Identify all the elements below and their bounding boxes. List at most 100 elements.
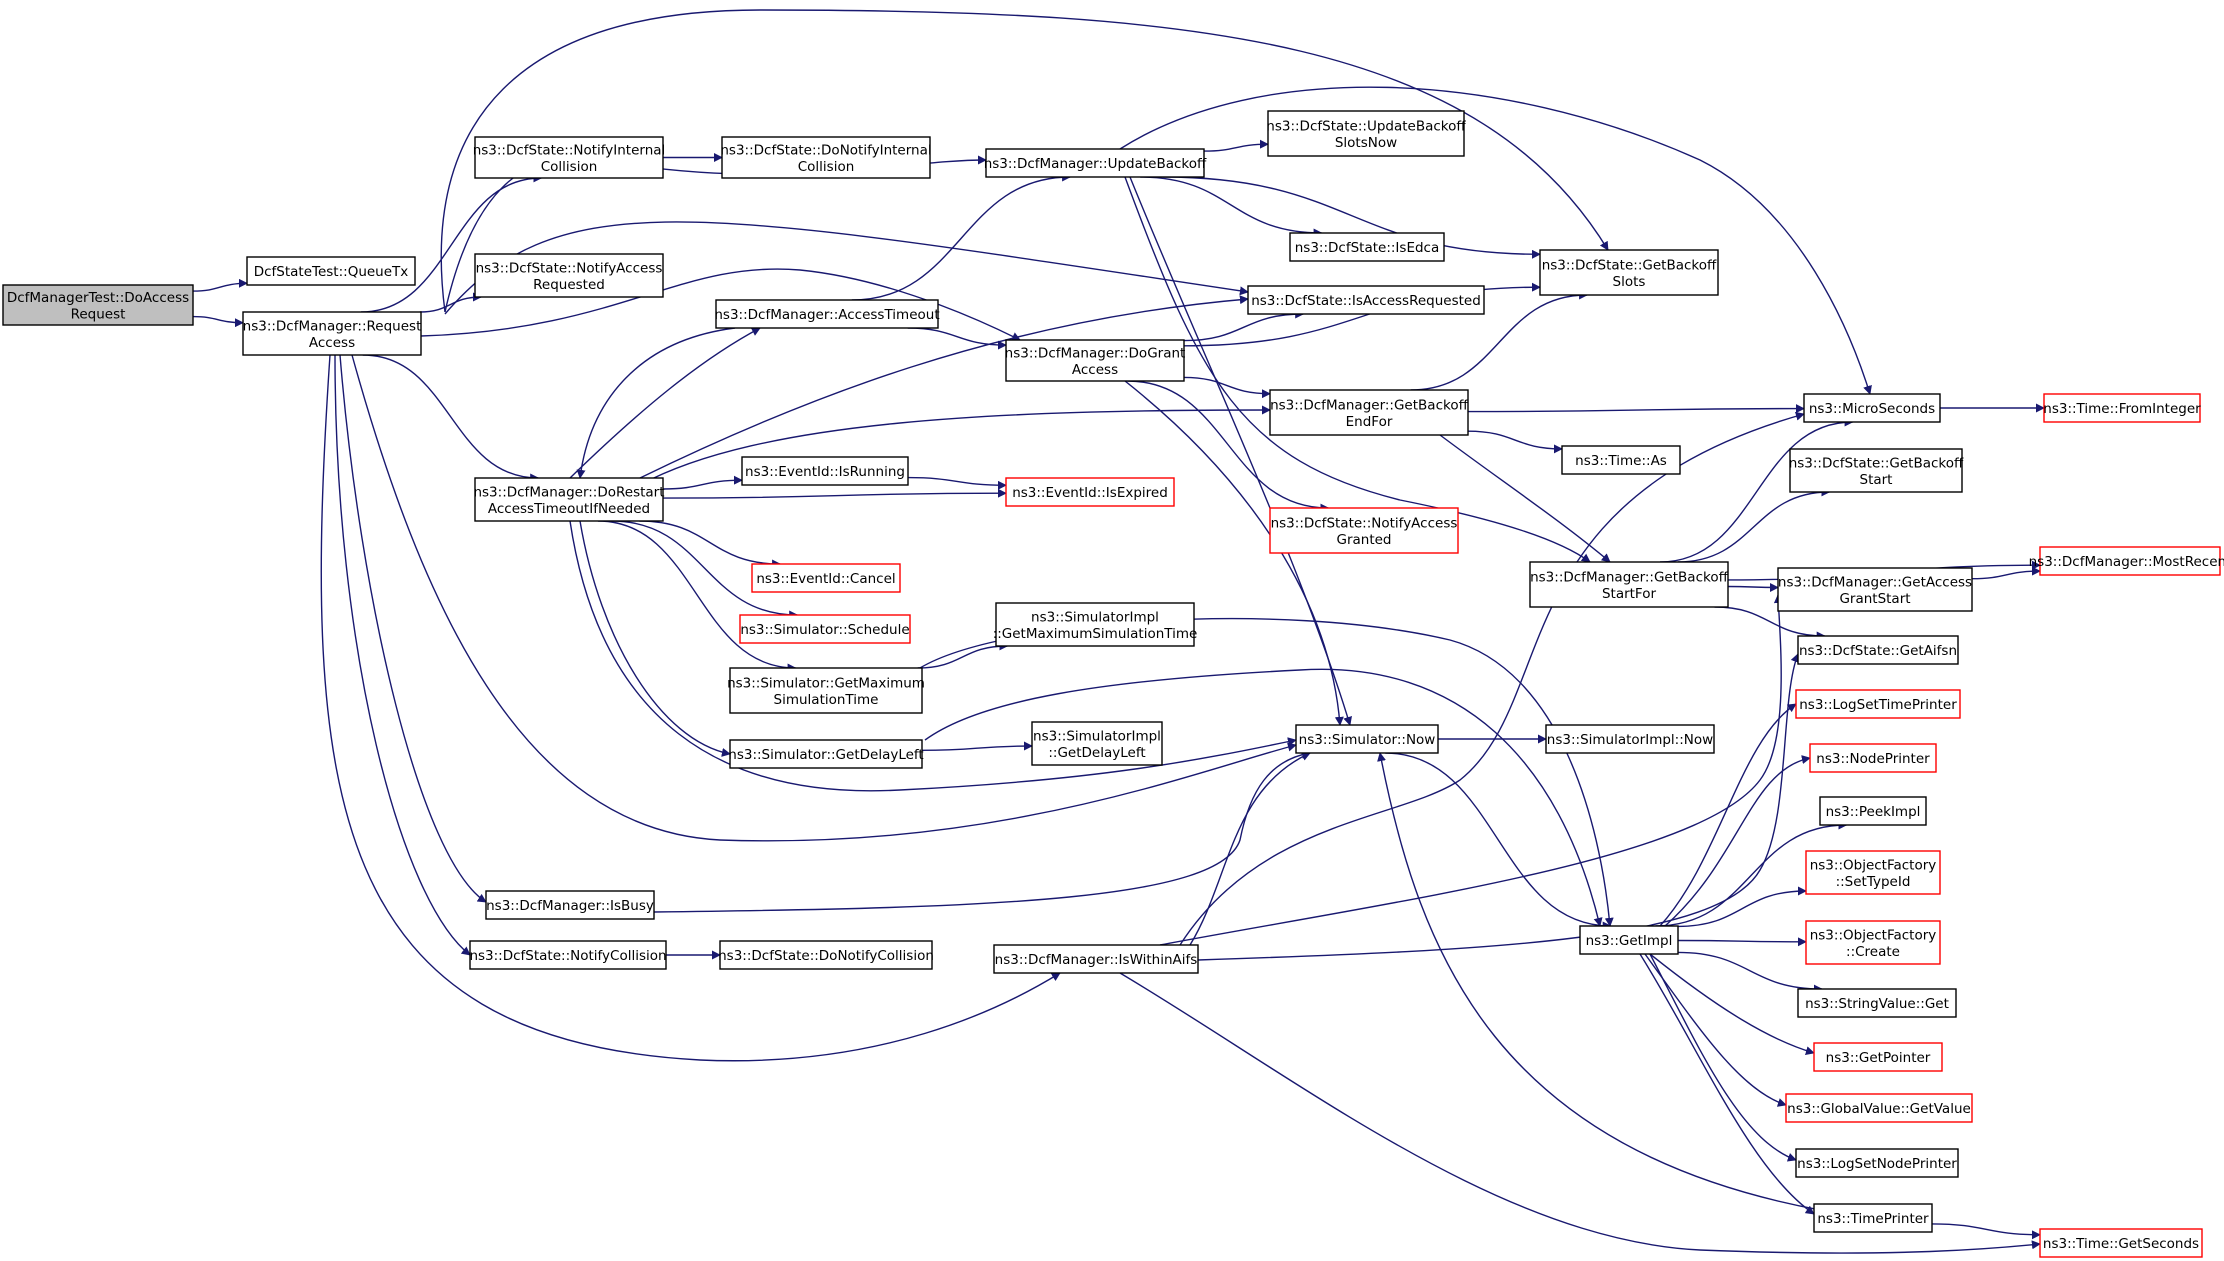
node-box bbox=[1777, 567, 1973, 612]
edge-root-to-reqaccess bbox=[192, 315, 244, 328]
node-isbusy[interactable]: ns3::DcfManager::IsBusy bbox=[485, 890, 655, 920]
node-label-line: ns3::EventId::IsExpired bbox=[1012, 485, 1168, 501]
node-label-line: ns3::ObjectFactory bbox=[1810, 857, 1937, 873]
node-label-line: ns3::DcfState::IsEdca bbox=[1295, 240, 1440, 256]
node-box bbox=[993, 944, 1199, 974]
node-logsetnodeprinter[interactable]: ns3::LogSetNodePrinter bbox=[1795, 1148, 1959, 1178]
edge-getbackoffstartfor-to-getbackoffstart bbox=[1677, 487, 1831, 563]
node-cancel[interactable]: ns3::EventId::Cancel bbox=[751, 563, 901, 593]
node-box bbox=[485, 890, 655, 920]
node-peekimpl[interactable]: ns3::PeekImpl bbox=[1819, 796, 1927, 826]
node-getdelayleft[interactable]: ns3::Simulator::GetDelayLeft bbox=[728, 739, 924, 769]
node-notifycollision[interactable]: ns3::DcfState::NotifyCollision bbox=[469, 940, 667, 970]
node-simgetmax[interactable]: ns3::Simulator::GetMaximumSimulationTime bbox=[727, 667, 925, 714]
edge-getbackoffendfor-to-getbackoffstartfor bbox=[1439, 434, 1611, 563]
node-donotifycollision[interactable]: ns3::DcfState::DoNotifyCollision bbox=[718, 940, 934, 970]
node-label-line: ns3::DcfState::NotifyCollision bbox=[469, 948, 666, 964]
node-dorestart[interactable]: ns3::DcfManager::DoRestartAccessTimeoutI… bbox=[473, 477, 665, 522]
node-box bbox=[721, 136, 931, 179]
node-ofcreate[interactable]: ns3::ObjectFactory::Create bbox=[1805, 920, 1941, 965]
node-microseconds[interactable]: ns3::MicroSeconds bbox=[1803, 393, 1941, 423]
node-iswithinaifs[interactable]: ns3::DcfManager::IsWithinAifs bbox=[993, 944, 1199, 974]
node-label-line: ns3::Simulator::GetDelayLeft bbox=[728, 747, 923, 763]
edge-getimpl-to-logsetnodeprinter bbox=[1649, 953, 1797, 1162]
edge-getdelayleft-to-simimplgetdelayleft bbox=[921, 741, 1033, 751]
node-label-line: ns3::DcfManager::GetAccess bbox=[1778, 574, 1972, 590]
edge-getbackoffstartfor-to-microseconds bbox=[1659, 417, 1854, 563]
edge-getimpl-to-settypeid bbox=[1677, 886, 1807, 928]
node-label-line: Access bbox=[309, 335, 355, 351]
node-frominteger[interactable]: ns3::Time::FromInteger bbox=[2043, 393, 2201, 423]
edge-isrunning-to-isexpired bbox=[907, 476, 1007, 490]
node-label-line: ns3::DcfState::DoNotifyCollision bbox=[718, 948, 934, 964]
node-queuetx[interactable]: DcfStateTest::QueueTx bbox=[246, 256, 416, 286]
node-isedca[interactable]: ns3::DcfState::IsEdca bbox=[1289, 232, 1445, 262]
node-label-line: ns3::DcfState::GetAifsn bbox=[1799, 643, 1957, 659]
node-box bbox=[1295, 724, 1439, 754]
edge-updatebackoff-to-getbackoffstartfor bbox=[1124, 176, 1591, 563]
node-label-line: EndFor bbox=[1346, 414, 1393, 430]
node-label-line: StartFor bbox=[1602, 586, 1657, 602]
node-getseconds[interactable]: ns3::Time::GetSeconds bbox=[2039, 1228, 2203, 1258]
node-getimpl[interactable]: ns3::GetImpl bbox=[1579, 925, 1679, 955]
node-logsettimeprinter[interactable]: ns3::LogSetTimePrinter bbox=[1795, 689, 1961, 719]
node-label-line: ns3::GetImpl bbox=[1586, 933, 1673, 949]
node-box bbox=[1529, 561, 1729, 608]
node-box bbox=[1247, 285, 1485, 315]
node-nodeprinter[interactable]: ns3::NodePrinter bbox=[1809, 743, 1937, 773]
node-isexpired[interactable]: ns3::EventId::IsExpired bbox=[1005, 477, 1175, 507]
edges-layer bbox=[192, 9, 2045, 1254]
node-timeas[interactable]: ns3::Time::As bbox=[1561, 445, 1681, 475]
node-simulatornow[interactable]: ns3::Simulator::Now bbox=[1295, 724, 1439, 754]
node-simimplgetmax[interactable]: ns3::SimulatorImpl::GetMaximumSimulation… bbox=[993, 602, 1198, 647]
node-label-line: ns3::StringValue::Get bbox=[1805, 996, 1949, 1012]
node-getaifsn[interactable]: ns3::DcfState::GetAifsn bbox=[1797, 635, 1959, 665]
node-settypeid[interactable]: ns3::ObjectFactory::SetTypeId bbox=[1805, 850, 1941, 895]
node-mostrecent[interactable]: ns3::DcfManager::MostRecent bbox=[2029, 546, 2224, 576]
node-simimplgetdelayleft[interactable]: ns3::SimulatorImpl::GetDelayLeft bbox=[1031, 721, 1163, 766]
node-label-line: ns3::DcfState::GetBackoff bbox=[1542, 257, 1717, 273]
node-updatebackoff[interactable]: ns3::DcfManager::UpdateBackoff bbox=[984, 148, 1207, 178]
edge-reqaccess-to-notifycollision bbox=[334, 354, 471, 956]
node-getpointer[interactable]: ns3::GetPointer bbox=[1813, 1042, 1943, 1072]
edge-getbackoffendfor-to-getbackoffslots bbox=[1410, 290, 1589, 391]
node-globalvaluegetvalue[interactable]: ns3::GlobalValue::GetValue bbox=[1785, 1093, 1973, 1123]
node-label-line: Collision bbox=[541, 159, 598, 175]
node-label-line: ns3::PeekImpl bbox=[1826, 804, 1921, 820]
node-isaccessrequested[interactable]: ns3::DcfState::IsAccessRequested bbox=[1247, 285, 1485, 315]
node-accesstimeout[interactable]: ns3::DcfManager::AccessTimeout bbox=[714, 299, 940, 329]
node-stringvalueget[interactable]: ns3::StringValue::Get bbox=[1797, 988, 1957, 1018]
node-label-line: ns3::DcfManager::DoRestart bbox=[473, 484, 664, 500]
edge-dorestart-to-isrunning bbox=[662, 475, 743, 490]
node-box bbox=[1819, 796, 1927, 826]
edge-getimpl-to-timeprinter bbox=[1639, 953, 1815, 1215]
node-timeprinter[interactable]: ns3::TimePrinter bbox=[1813, 1203, 1933, 1233]
edge-accesstimeout-to-updatebackoff bbox=[851, 172, 1072, 301]
node-label-line: ::SetTypeId bbox=[1836, 874, 1911, 890]
node-isrunning[interactable]: ns3::EventId::IsRunning bbox=[741, 456, 909, 486]
node-schedule[interactable]: ns3::Simulator::Schedule bbox=[739, 614, 911, 644]
node-label-line: ns3::DcfManager::GetBackoff bbox=[1530, 569, 1728, 585]
node-label-line: ns3::EventId::IsRunning bbox=[745, 464, 905, 480]
node-box bbox=[985, 148, 1205, 178]
node-box bbox=[469, 940, 667, 970]
node-label-line: ns3::DcfState::DoNotifyInternal bbox=[720, 142, 931, 158]
node-label-line: ns3::GlobalValue::GetValue bbox=[1787, 1101, 1971, 1117]
edge-dogrant-to-isaccessrequested bbox=[1183, 309, 1305, 342]
edge-getbackoffstartfor-to-getaifsn bbox=[1714, 606, 1826, 641]
node-simimplnow[interactable]: ns3::SimulatorImpl::Now bbox=[1545, 724, 1715, 754]
